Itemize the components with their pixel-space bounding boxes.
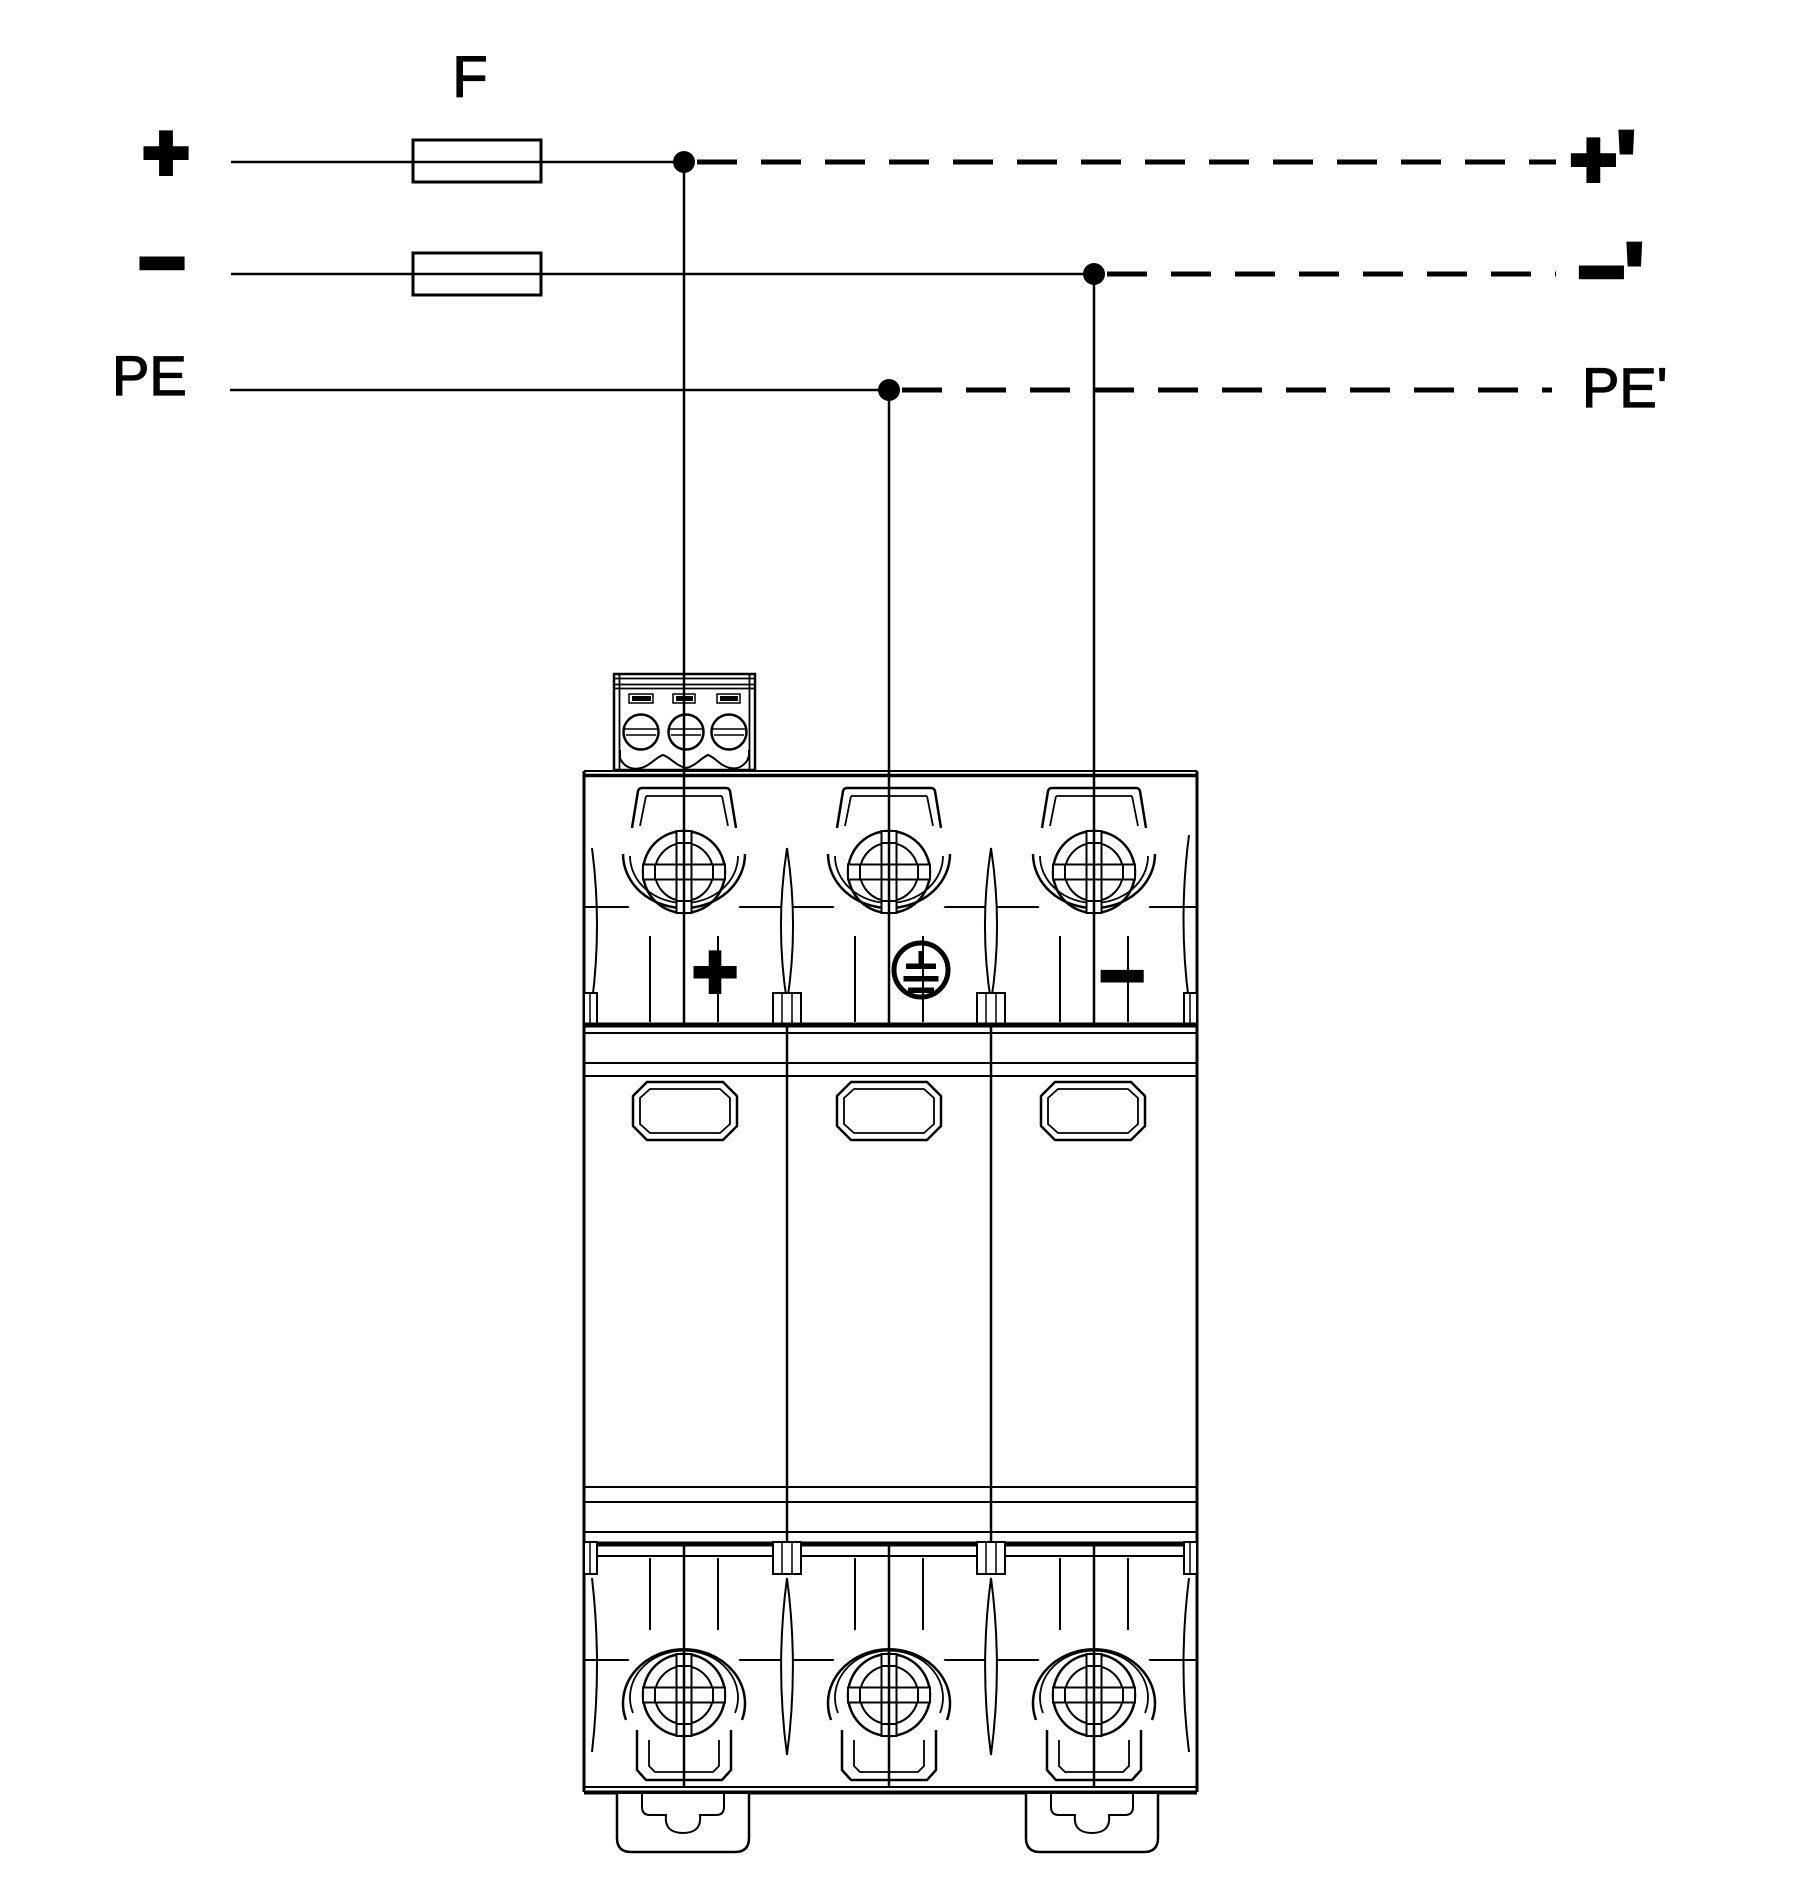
device-minus-label: − (1099, 931, 1145, 1019)
input-minus-label: − (139, 218, 186, 307)
indicator-window-pe (835, 1080, 943, 1142)
indicator-window-minus (1039, 1080, 1147, 1142)
fuse-symbol-minus (411, 251, 543, 297)
output-plus-label: +' (1570, 115, 1636, 204)
input-pe-label: PE (112, 344, 187, 407)
module-divider-leaf (984, 847, 998, 1003)
plus-wire (231, 138, 1556, 1023)
edge-curve-right-bottom (1182, 1577, 1190, 1753)
edge-tab (583, 1541, 1198, 1575)
edge-tab (583, 992, 1198, 1026)
minus-wire (231, 251, 1556, 1023)
device-mid-bands (584, 1022, 1197, 1557)
junction-dot-minus (1083, 263, 1105, 285)
bottom-wires (682, 1545, 1096, 1788)
module-divider-leaf (780, 1577, 794, 1756)
pole-markings: + − (690, 925, 1147, 1021)
device-body (582, 770, 1199, 1795)
module-divider-leaf (780, 847, 794, 1003)
earth-icon (891, 940, 951, 1000)
device-plus-label: + (692, 927, 738, 1015)
spd-device: + − (582, 770, 1199, 1854)
device-bottom-terminal-row (583, 1541, 1198, 1780)
fuse-symbol-plus (411, 138, 543, 184)
input-plus-label: + (143, 108, 190, 197)
din-rail-foot-left (615, 1792, 751, 1854)
indicator-window-plus (631, 1080, 739, 1142)
output-minus-label: −' (1578, 227, 1644, 316)
junction-dot-pe (878, 379, 900, 401)
pe-wire (230, 379, 1552, 1023)
din-rail-foot-right (1024, 1792, 1160, 1854)
output-pe-label: PE' (1582, 356, 1667, 419)
connector-screws (622, 713, 748, 751)
device-top-terminal-row (583, 788, 1198, 1026)
edge-curve-left-bottom (591, 1577, 598, 1753)
module-divider-leaf (984, 1577, 998, 1756)
fuse-label: F (452, 45, 487, 110)
labels: + − PE F +' −' PE' (111, 44, 1668, 419)
connector-wavy-edge (619, 750, 750, 770)
wiring (230, 138, 1556, 1788)
edge-curve-left-top (591, 847, 598, 1003)
edge-curve-right-top (1182, 834, 1190, 1003)
junction-dot-plus (673, 151, 695, 173)
